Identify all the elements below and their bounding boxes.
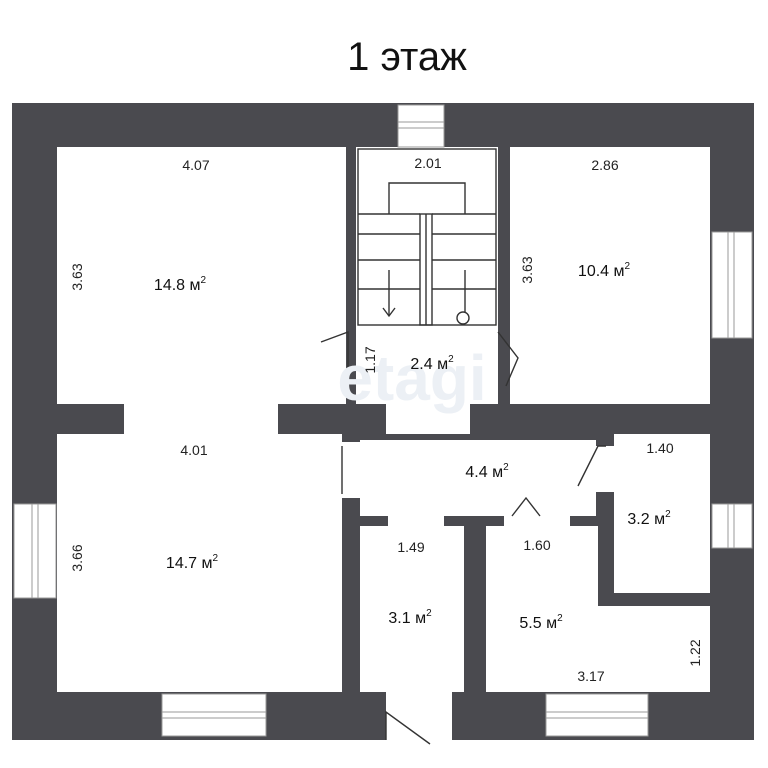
door-small-room (577, 445, 606, 487)
window-bottom-right (545, 693, 649, 737)
dim-kitchen-width2: 3.17 (577, 668, 604, 684)
door-stair-right (497, 331, 519, 387)
dimensions: 4.07 3.63 2.01 2.86 3.63 1.17 4.01 3.66 … (69, 155, 703, 684)
staircase (357, 148, 497, 326)
area-stair-hall: 2.4 м2 (410, 354, 454, 373)
dim-bottom-left-length: 3.66 (69, 544, 85, 571)
area-corridor: 4.4 м2 (465, 462, 509, 481)
area-small-room: 3.2 м2 (627, 509, 671, 528)
dim-top-right-width: 2.86 (591, 157, 618, 173)
dim-kitchen-width: 1.60 (523, 537, 550, 553)
dim-stair-width: 2.01 (414, 155, 441, 171)
dim-kitchen-length: 1.22 (687, 639, 703, 666)
floor-title: 1 этаж (347, 35, 467, 79)
door-kitchen (511, 496, 541, 517)
area-top-right: 10.4 м2 (578, 261, 631, 280)
area-bottom-left: 14.7 м2 (166, 553, 219, 572)
window-bottom-left (161, 693, 267, 737)
dim-bottom-left-width: 4.01 (180, 442, 207, 458)
door-stair-left (320, 330, 349, 398)
room-floors (57, 147, 710, 742)
dim-bathroom-width: 1.49 (397, 539, 424, 555)
area-top-left: 14.8 м2 (154, 275, 207, 294)
window-top (397, 104, 445, 148)
windows (13, 104, 753, 737)
window-right-mid (711, 503, 753, 549)
dim-top-left-length: 3.63 (69, 263, 85, 290)
dim-top-right-length: 3.63 (519, 256, 535, 283)
door-entrance (385, 710, 431, 745)
window-left (13, 503, 57, 599)
dim-stair-hall-length: 1.17 (362, 346, 378, 373)
area-kitchen: 5.5 м2 (519, 613, 563, 632)
room-areas: 14.8 м2 10.4 м2 2.4 м2 14.7 м2 4.4 м2 3.… (154, 261, 671, 632)
doors (320, 330, 606, 745)
dim-small-room-width: 1.40 (646, 440, 673, 456)
area-bathroom: 3.1 м2 (388, 608, 432, 627)
window-right-top (711, 231, 753, 339)
watermark: etagi (337, 342, 486, 414)
dim-top-left-width: 4.07 (182, 157, 209, 173)
